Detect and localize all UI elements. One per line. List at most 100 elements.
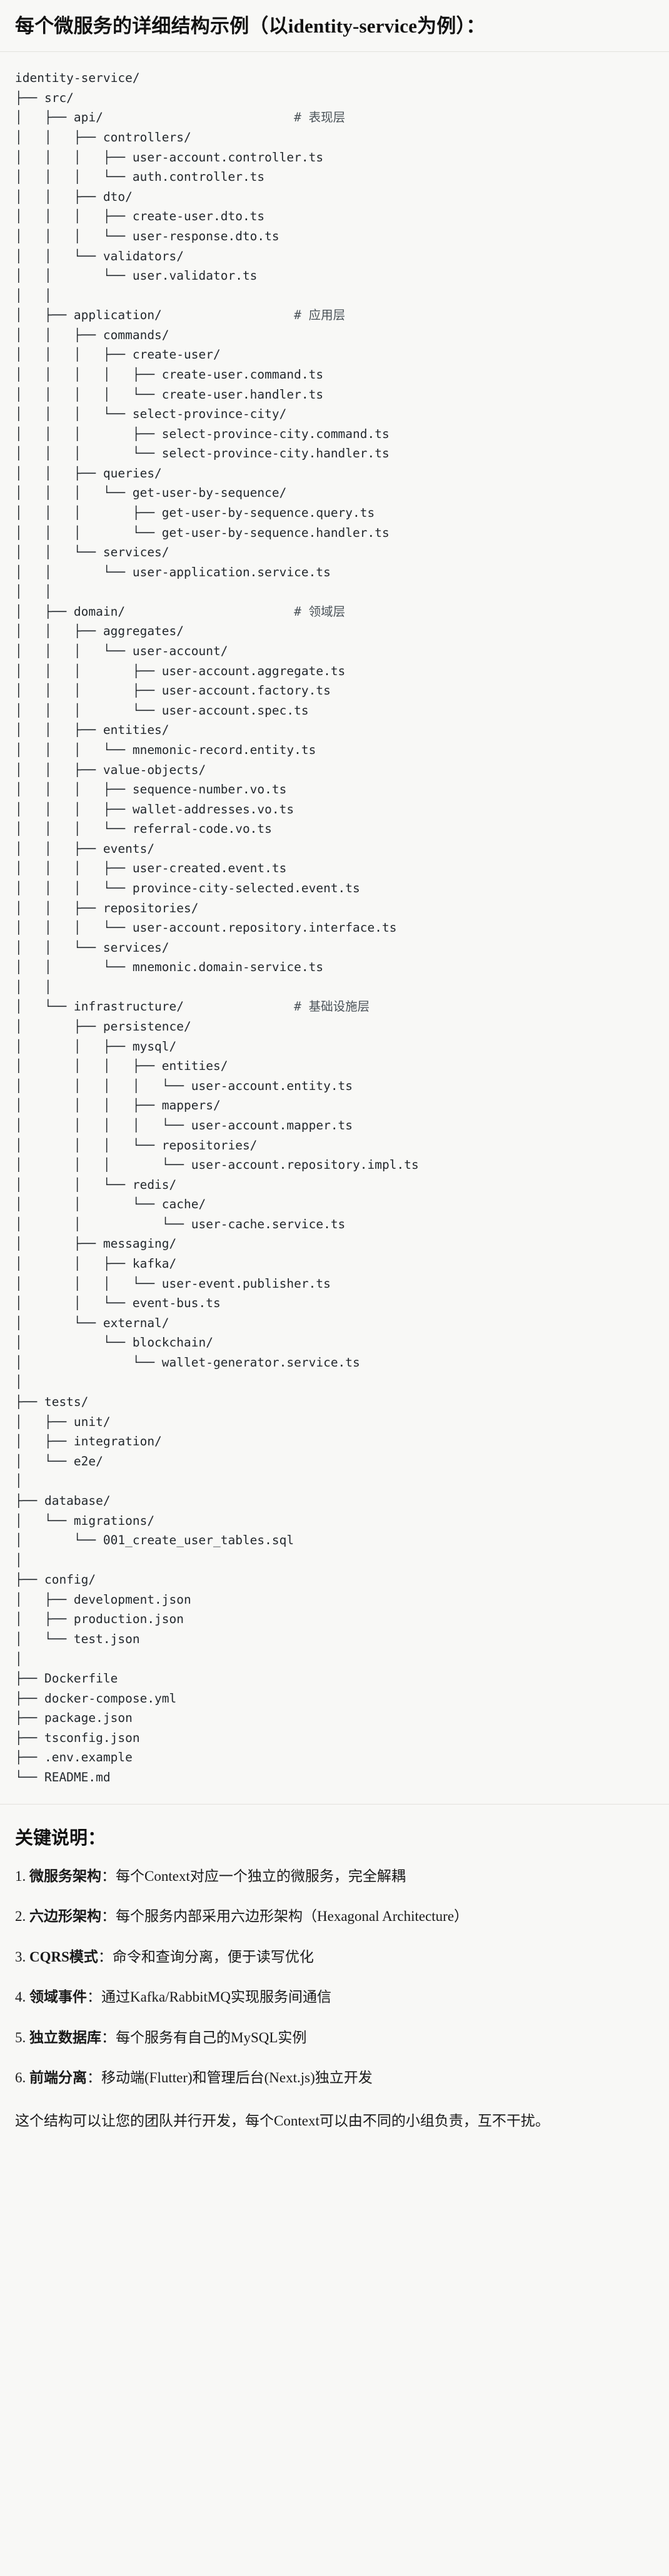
tree-line: │ │ │ ├── user-account.controller.ts [15,150,324,165]
key-note-text: ：每个服务内部采用六边形架构（Hexagonal Architecture） [101,1908,469,1925]
key-notes-title: 关键说明： [15,1828,106,1848]
tree-line: │ │ │ ├── user-created.event.ts [15,861,287,876]
key-note-text: ：通过Kafka/RabbitMQ实现服务间通信 [87,1989,331,2005]
tree-line: │ │ ├── commands/ [15,327,169,342]
tree-line: │ [15,1651,23,1666]
tree-line: │ │ │ └── user-event.publisher.ts [15,1276,331,1291]
tree-line: │ │ │ └── user-response.dto.ts [15,228,279,243]
tree-line: │ │ ├── mysql/ [15,1039,177,1054]
tree-line: ├── database/ [15,1493,111,1508]
tree-line: │ └── blockchain/ [15,1335,213,1350]
tree-line-comment: # 基础设施层 [294,999,370,1014]
key-note-label: 六边形架构 [29,1908,101,1925]
tree-line: │ │ │ └── user-account.repository.interf… [15,920,397,935]
tree-line: │ │ │ └── user-account.spec.ts [15,703,309,718]
tree-line: identity-service/ [15,71,140,86]
key-note-text: ：移动端(Flutter)和管理后台(Next.js)独立开发 [87,2070,373,2086]
tree-line: │ └── external/ [15,1315,169,1330]
tree-line: │ └── wallet-generator.service.ts [15,1355,360,1370]
tree-line: ├── .env.example [15,1750,133,1765]
tree-line-comment: # 表现层 [294,110,346,125]
tree-line: │ │ │ ├── wallet-addresses.vo.ts [15,802,294,817]
tree-line: │ └── 001_create_user_tables.sql [15,1533,294,1548]
tree-line: │ │ [15,584,52,599]
key-note-label: 独立数据库 [29,2029,101,2045]
tree-line: │ │ │ └── province-city-selected.event.t… [15,881,360,895]
tree-line: │ │ ├── value-objects/ [15,762,206,777]
tree-line: │ │ └── event-bus.ts [15,1296,221,1311]
key-note-item: CQRS模式：命令和查询分离，便于读写优化 [15,1947,654,1968]
tree-line: │ │ └── user-cache.service.ts [15,1216,346,1231]
tree-line: │ └── e2e/ [15,1453,103,1469]
tree-line: │ │ ├── queries/ [15,466,162,481]
page-title: 每个微服务的详细结构示例（以identity-service为例）： [15,15,486,37]
tree-line: │ ├── unit/ [15,1414,111,1429]
tree-line: ├── src/ [15,90,74,105]
tree-line: │ │ ├── events/ [15,841,155,856]
divider-bottom [0,1803,669,1805]
tree-line: │ │ │ └── repositories/ [15,1138,258,1153]
tree-line-comment: # 领域层 [294,604,346,619]
tree-line: ├── package.json [15,1711,133,1726]
closing-paragraph: 这个结构可以让您的团队并行开发，每个Context可以由不同的小组负责，互不干扰… [15,2112,550,2129]
tree-line: │ ├── persistence/ [15,1019,191,1034]
key-note-item: 六边形架构：每个服务内部采用六边形架构（Hexagonal Architectu… [15,1906,654,1928]
tree-line: │ │ └── user-application.service.ts [15,564,331,579]
tree-line: │ └── test.json [15,1631,140,1646]
tree-line: │ │ [15,979,52,994]
tree-line: │ │ └── services/ [15,940,169,955]
tree-line: │ [15,1375,23,1390]
tree-line: │ │ │ ├── mappers/ [15,1098,221,1113]
tree-line: │ │ │ └── select-province-city/ [15,407,287,422]
tree-line: │ │ │ ├── entities/ [15,1059,228,1074]
directory-tree: identity-service/ ├── src/ │ ├── api/ # … [15,68,654,1787]
tree-line: │ │ └── services/ [15,545,169,560]
directory-tree-block: identity-service/ ├── src/ │ ├── api/ # … [0,52,669,1803]
tree-line: │ │ │ ├── sequence-number.vo.ts [15,782,287,797]
key-note-label: 前端分离 [29,2070,87,2086]
tree-line: │ │ [15,288,52,303]
tree-line: │ │ ├── controllers/ [15,130,191,145]
divider-top [0,51,669,53]
tree-line: │ │ │ └── referral-code.vo.ts [15,822,272,837]
key-note-item: 领域事件：通过Kafka/RabbitMQ实现服务间通信 [15,1987,654,2008]
tree-line: ├── tsconfig.json [15,1730,140,1745]
tree-line: │ │ │ └── user-account.repository.impl.t… [15,1158,419,1173]
tree-line: ├── Dockerfile [15,1671,118,1686]
tree-line: ├── docker-compose.yml [15,1691,177,1706]
tree-line: │ │ │ ├── create-user/ [15,347,221,362]
key-notes-block: 关键说明： 微服务架构：每个Context对应一个独立的微服务，完全解耦六边形架… [0,1805,669,2149]
title-block: 每个微服务的详细结构示例（以identity-service为例）： [0,0,669,51]
tree-line: │ │ │ └── select-province-city.handler.t… [15,446,390,461]
key-note-text: ：每个Context对应一个独立的微服务，完全解耦 [101,1868,406,1884]
tree-line: │ │ │ ├── get-user-by-sequence.query.ts [15,506,375,521]
tree-line: │ │ │ └── mnemonic-record.entity.ts [15,742,316,757]
tree-line: │ └── infrastructure/ # 基础设施层 [15,999,370,1014]
tree-line: │ │ │ └── get-user-by-sequence.handler.t… [15,525,390,540]
tree-line: │ │ └── user.validator.ts [15,268,258,283]
tree-line: │ │ └── mnemonic.domain-service.ts [15,960,324,975]
tree-line: │ ├── production.json [15,1612,184,1627]
tree-line: │ ├── application/ # 应用层 [15,308,346,323]
tree-line: ├── config/ [15,1572,96,1587]
tree-line: │ ├── integration/ [15,1434,162,1449]
tree-line: │ │ │ ├── select-province-city.command.t… [15,426,390,441]
key-note-label: 领域事件 [29,1989,87,2005]
tree-line: │ │ │ │ ├── create-user.command.ts [15,367,324,382]
key-note-label: CQRS模式 [29,1948,98,1965]
tree-line: │ │ │ └── user-account/ [15,644,228,659]
tree-line: │ │ │ ├── create-user.dto.ts [15,209,265,224]
tree-line: │ │ ├── aggregates/ [15,624,184,639]
tree-line: │ │ ├── entities/ [15,723,169,738]
key-notes-list: 微服务架构：每个Context对应一个独立的微服务，完全解耦六边形架构：每个服务… [15,1866,654,2089]
key-note-text: ：命令和查询分离，便于读写优化 [98,1948,314,1965]
tree-line: │ [15,1552,23,1567]
tree-line: ├── tests/ [15,1395,89,1410]
tree-line: │ └── migrations/ [15,1513,155,1528]
tree-line: │ │ │ │ └── user-account.mapper.ts [15,1117,353,1133]
document-page: 每个微服务的详细结构示例（以identity-service为例）： ident… [0,0,669,2148]
key-note-item: 独立数据库：每个服务有自己的MySQL实例 [15,2027,654,2049]
tree-line: │ ├── messaging/ [15,1236,177,1251]
tree-line: │ [15,1474,23,1489]
tree-line: │ ├── api/ # 表现层 [15,110,346,125]
